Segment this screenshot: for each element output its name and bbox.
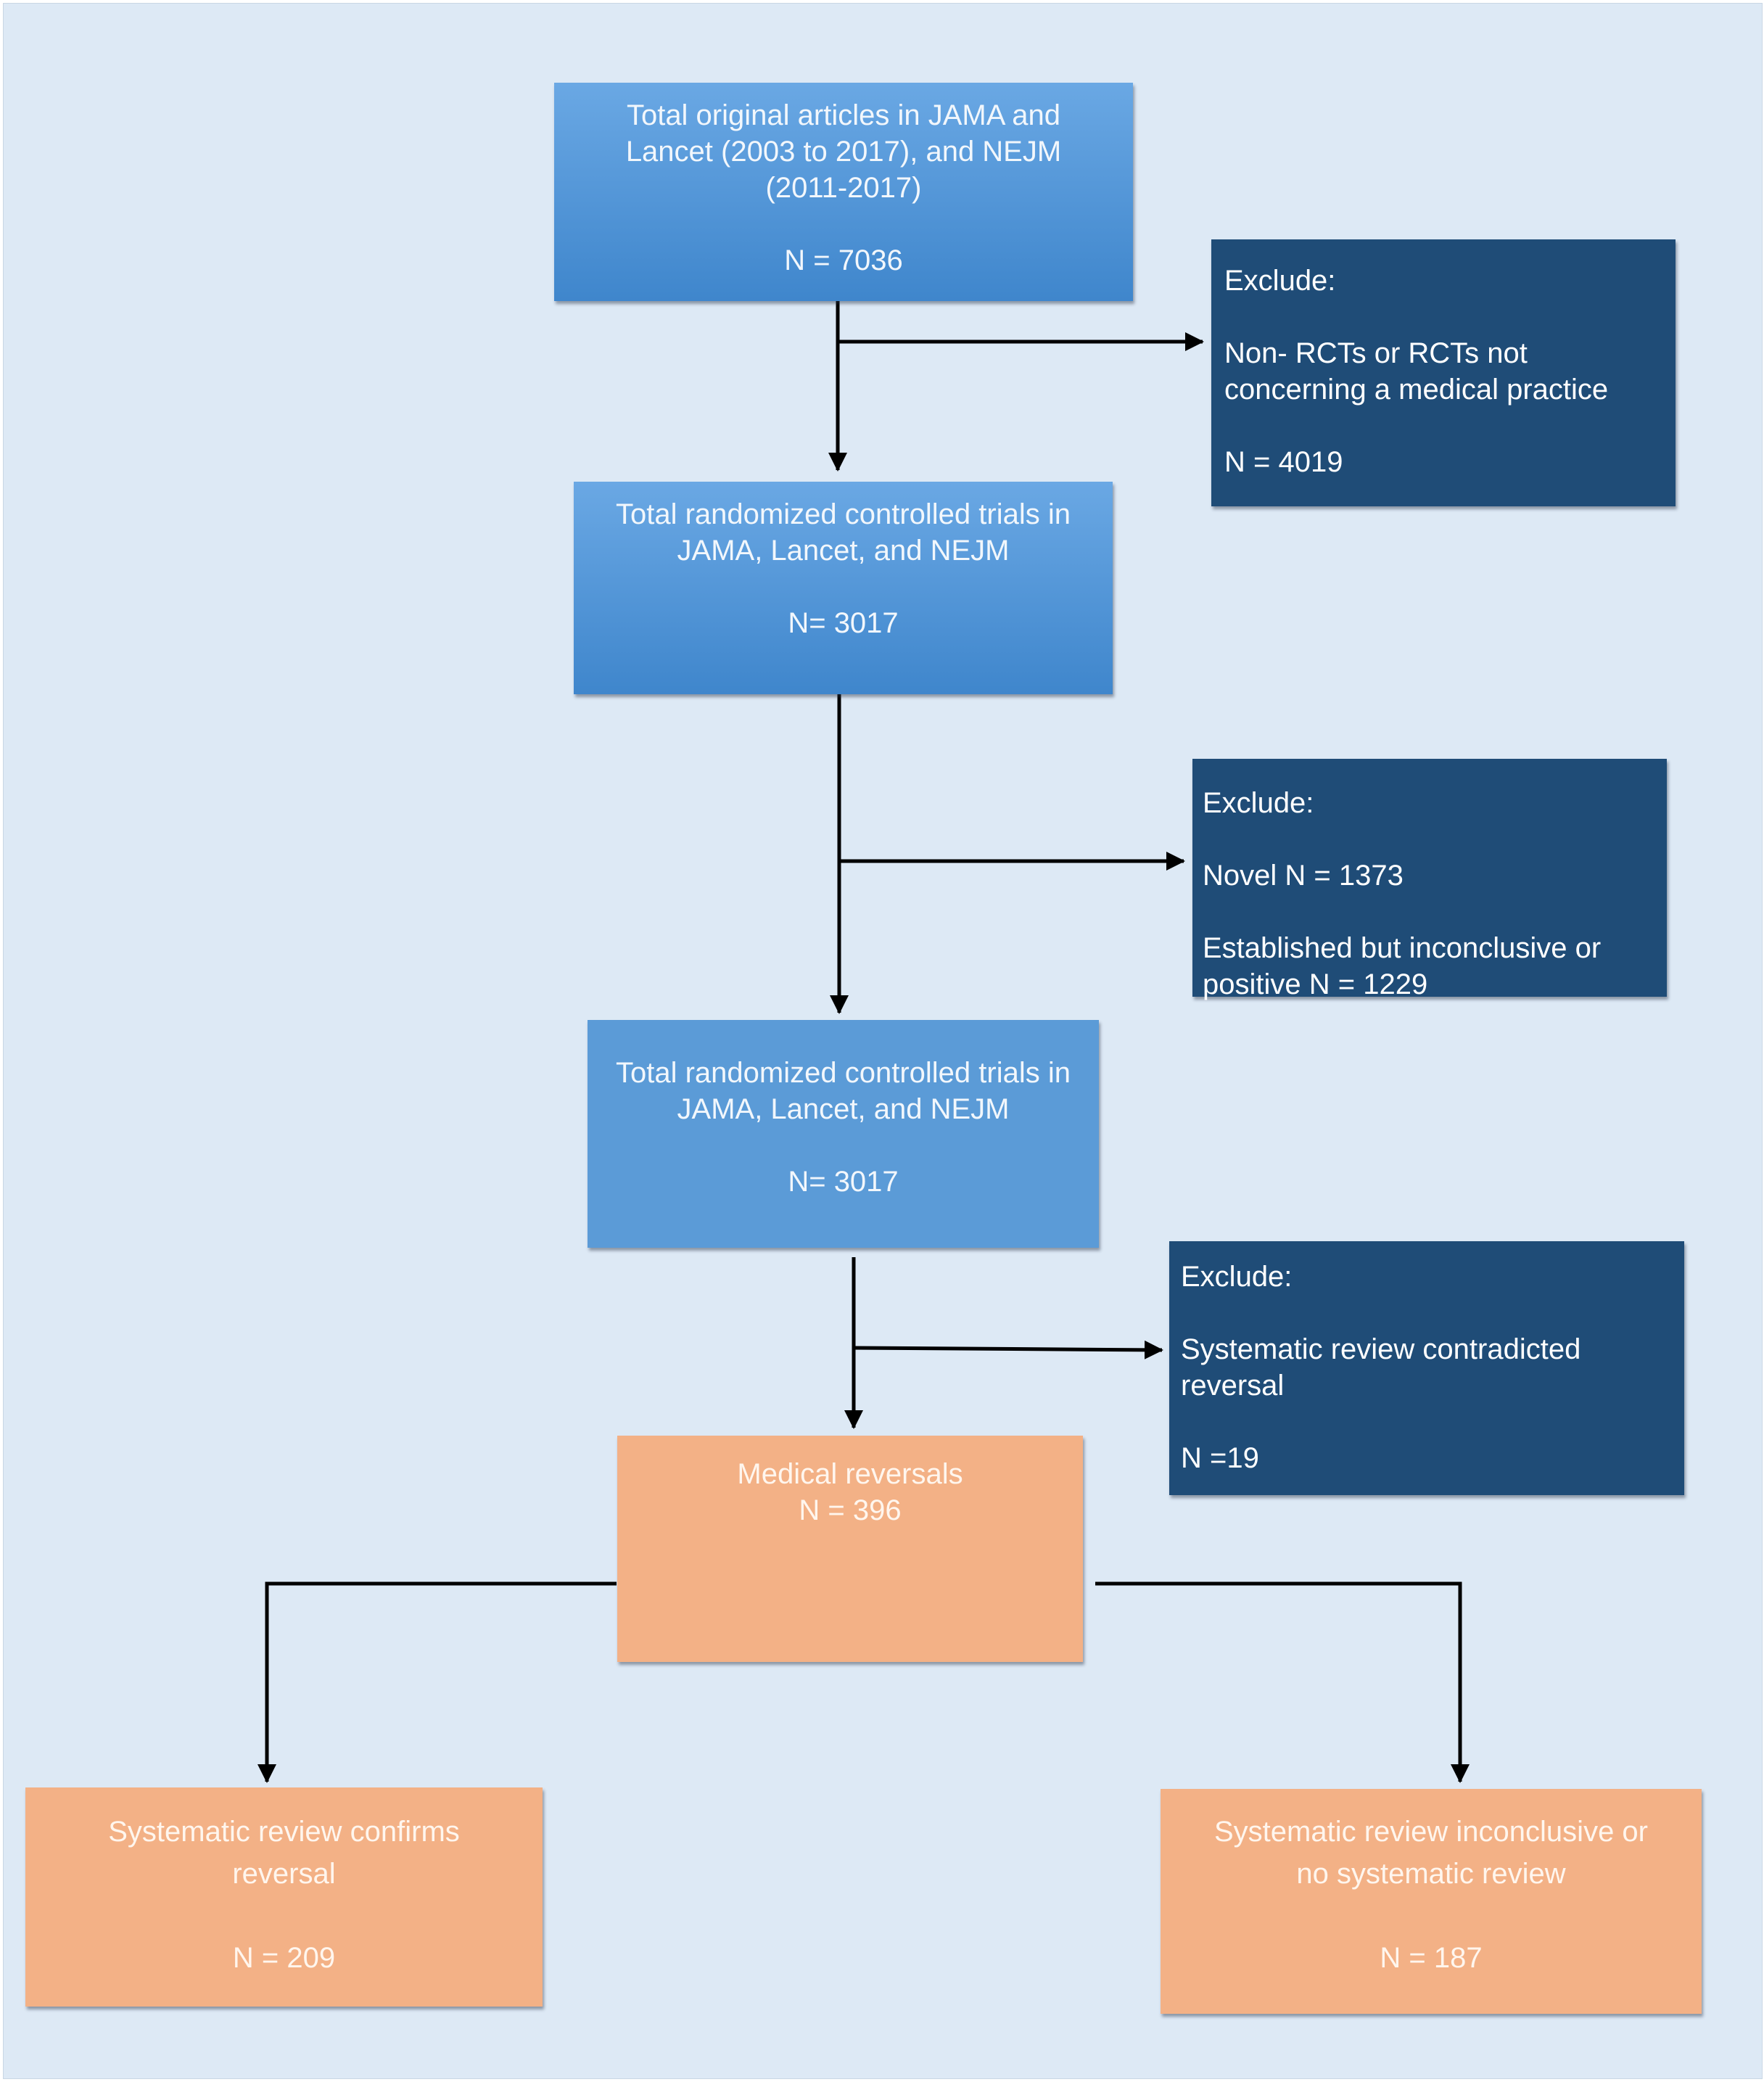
box-total-articles: Total original articles in JAMA and Lanc…: [554, 83, 1133, 301]
total-articles-line-1: Total original articles in JAMA and: [626, 99, 1061, 131]
inconclusive-count: N = 187: [1380, 1942, 1483, 1974]
box-exclude-novel: Exclude: Novel N = 1373 Established but …: [1192, 759, 1667, 1000]
box-total-rct-2: Total randomized controlled trials in JA…: [588, 1020, 1099, 1248]
exclude-non-rct-heading: Exclude:: [1224, 265, 1336, 297]
exclude-established-line-2: positive N = 1229: [1203, 968, 1428, 1000]
exclude-contradicted-line-2: reversal: [1181, 1370, 1285, 1402]
arrow-to-confirms-reversal: [257, 1581, 617, 1783]
total-rct-1-line-2: JAMA, Lancet, and NEJM: [677, 535, 1010, 567]
medical-reversals-label: Medical reversals: [737, 1458, 963, 1490]
total-rct-2-count: N= 3017: [788, 1166, 899, 1198]
exclude-contradicted-heading: Exclude:: [1181, 1261, 1293, 1293]
box-inconclusive: Systematic review inconclusive or no sys…: [1161, 1789, 1702, 2014]
exclude-established-line-1: Established but inconclusive or: [1203, 932, 1602, 964]
exclude-novel-heading: Exclude:: [1203, 787, 1314, 819]
confirms-reversal-count: N = 209: [232, 1942, 336, 1974]
medical-reversals-count: N = 396: [799, 1494, 902, 1526]
exclude-contradicted-line-1: Systematic review contradicted: [1181, 1333, 1581, 1365]
exclude-contradicted-count: N =19: [1181, 1442, 1259, 1474]
inconclusive-line-2: no systematic review: [1296, 1858, 1566, 1890]
total-rct-2-line-1: Total randomized controlled trials in: [616, 1057, 1071, 1089]
exclude-non-rct-line-2: concerning a medical practice: [1224, 374, 1609, 406]
confirms-reversal-line-1: Systematic review confirms: [108, 1816, 460, 1848]
total-rct-1-count: N= 3017: [788, 607, 899, 639]
total-articles-line-3: (2011-2017): [765, 172, 922, 204]
inconclusive-line-1: Systematic review inconclusive or: [1214, 1816, 1648, 1848]
total-articles-count: N = 7036: [784, 244, 903, 276]
box-exclude-contradicted: Exclude: Systematic review contradicted …: [1169, 1241, 1684, 1495]
arrow-to-inconclusive: [1095, 1581, 1470, 1783]
confirms-reversal-line-2: reversal: [232, 1858, 336, 1890]
box-medical-reversals: Medical reversals N = 396: [617, 1436, 1083, 1662]
total-articles-line-2: Lancet (2003 to 2017), and NEJM: [625, 136, 1062, 168]
total-rct-1-line-1: Total randomized controlled trials in: [616, 498, 1071, 530]
exclude-non-rct-count: N = 4019: [1224, 446, 1343, 478]
box-confirms-reversal: Systematic review confirms reversal N = …: [25, 1787, 543, 2007]
exclude-non-rct-line-1: Non- RCTs or RCTs not: [1224, 337, 1528, 369]
arrow-to-exclude-contradicted: [853, 1340, 1163, 1359]
box-exclude-non-rct: Exclude: Non- RCTs or RCTs not concernin…: [1211, 239, 1676, 506]
box-total-rct-1: Total randomized controlled trials in JA…: [574, 482, 1113, 694]
total-rct-2-line-2: JAMA, Lancet, and NEJM: [677, 1093, 1010, 1125]
exclude-novel-count: Novel N = 1373: [1203, 860, 1404, 892]
